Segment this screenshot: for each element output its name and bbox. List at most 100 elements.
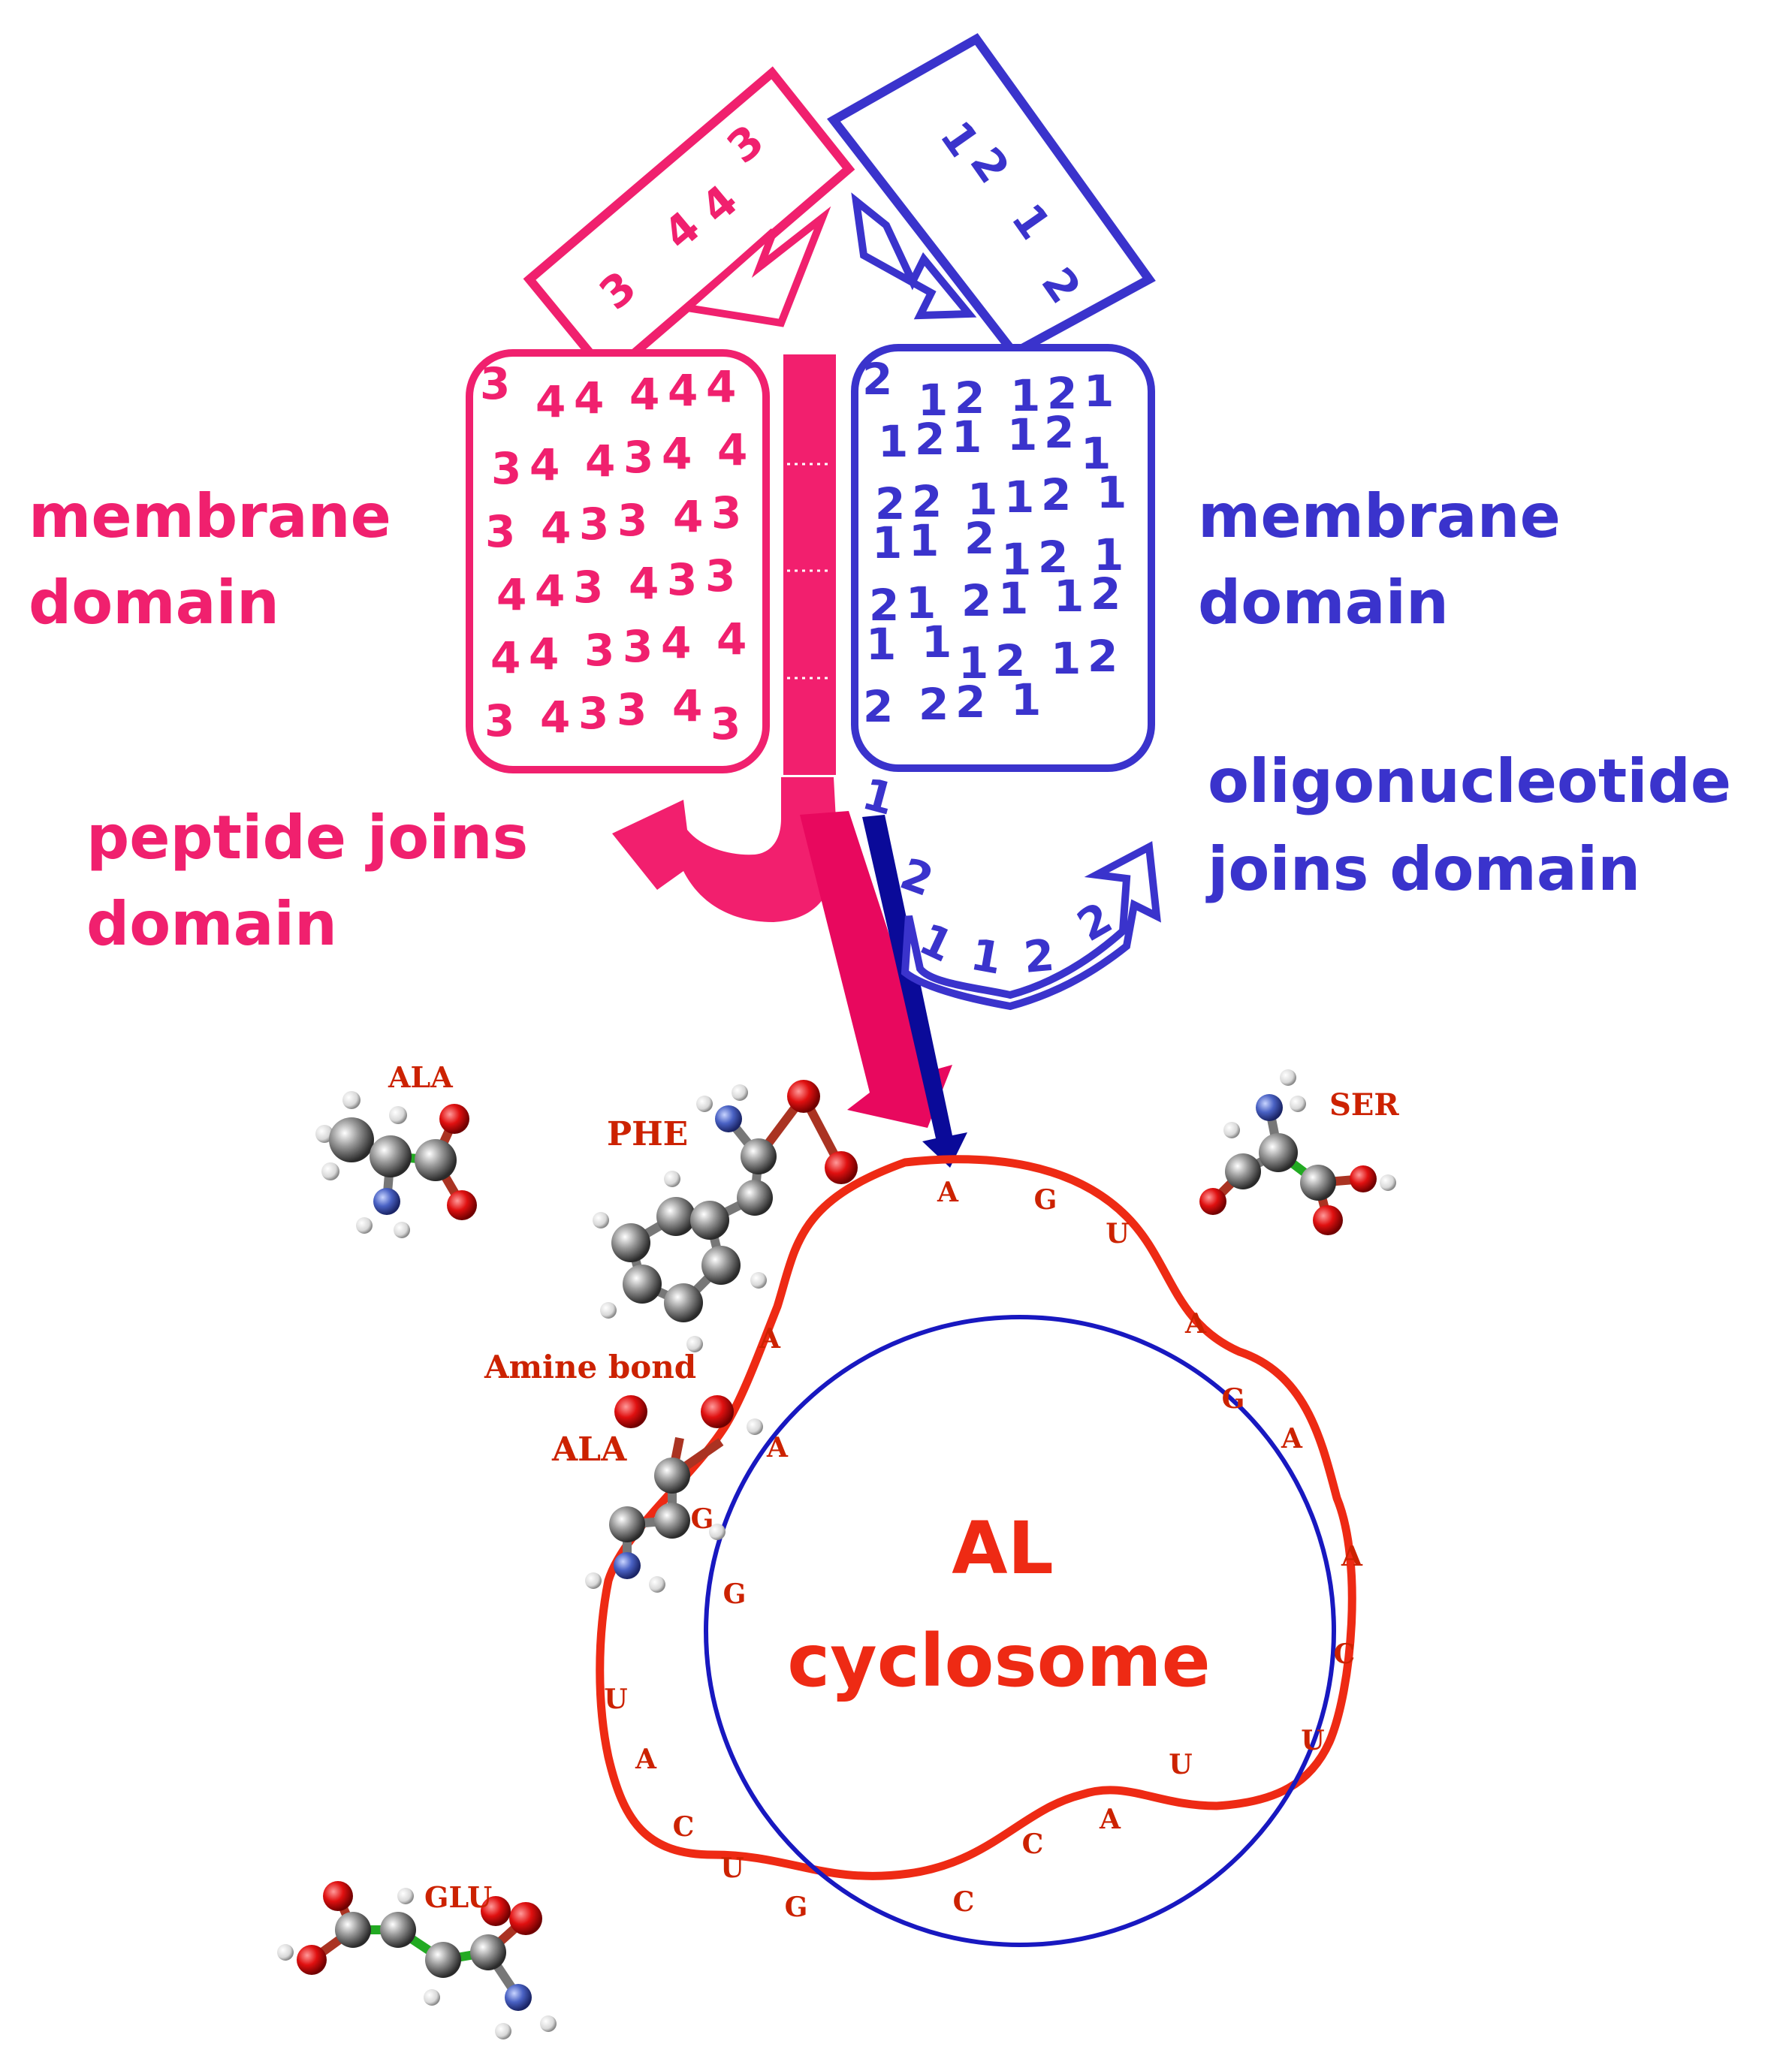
blue-membrane-digit: 1 [1004,472,1034,523]
left-membrane-label-line1: membrane [29,481,391,551]
blue-membrane-digit: 2 [863,681,893,732]
blue-membrane-digit: 1 [1011,674,1041,725]
pink-membrane-digit: 4 [540,692,570,743]
amine-bond-label: Amine bond [484,1349,696,1385]
blue-membrane-digit: 1 [958,638,988,689]
pink-membrane-digit: 3 [711,487,741,538]
ser-molecule [1199,1069,1396,1235]
strand-digit: 1 [967,929,1006,984]
cyclosome-title-line1: AL [952,1506,1053,1590]
pink-tile-arrow [678,206,831,327]
blue-membrane-digit: 1 [872,517,902,568]
pink-tile: 3 4 4 3 [523,66,855,382]
peptide-label-line1: peptide joins [86,803,528,873]
blue-membrane-digit: 1 [1007,409,1037,460]
blue-membrane-digit: 2 [961,575,991,626]
pink-membrane-digit: 3 [623,432,653,483]
pink-membrane-digit: 4 [629,558,659,609]
blue-membrane-digit: 2 [869,580,899,631]
pink-membrane-digit: 4 [535,376,566,427]
blue-membrane-digit: 2 [1047,368,1077,419]
blue-membrane-digit: 1 [878,416,908,467]
blue-membrane-digit: 2 [1088,631,1118,682]
blue-membrane-digit: 2 [915,414,945,465]
ring-base: U [1301,1725,1324,1756]
blue-tile-arrow [851,192,977,320]
blue-membrane-digit: 2 [862,354,892,405]
oligonucleotide-label-line1: oligonucleotide [1208,746,1731,816]
pink-membrane-digit: 4 [661,617,691,668]
blue-membrane-digit: 1 [1010,370,1040,421]
pink-membrane-digit: 3 [579,499,609,550]
blue-membrane-digit: 1 [1051,633,1081,684]
peptide-label-line2: domain [86,889,337,959]
ring-base: C [953,1886,975,1918]
pink-membrane-digit: 3 [710,698,741,749]
blue-membrane-digit: 2 [955,372,985,424]
peptide-curved-arrow [612,777,837,922]
ring-base: A [1099,1804,1121,1835]
ring-base: C [1334,1638,1356,1670]
ring-base: A [937,1177,959,1208]
cyclosome-title-line2: cyclosome [787,1619,1210,1703]
pink-membrane-digit: 4 [541,502,571,553]
pink-membrane-digit: 3 [485,506,515,557]
ala-mid-label: ALA [551,1430,627,1469]
ring-base: G [723,1578,747,1610]
blue-membrane-digit: 1 [967,474,997,525]
pink-membrane-digit: 3 [480,358,510,409]
blue-membrane-digit: 1 [1001,534,1031,585]
pink-membrane-digit: 4 [496,569,526,620]
blue-tile: 1 2 1 2 [827,33,1156,359]
blue-membrane-digit: 1 [906,577,936,629]
ring-base: G [1034,1184,1057,1216]
peptide-down-arrow [800,811,952,1128]
pink-membrane-digit: 4 [662,428,692,479]
blue-membrane-digit: 1 [1054,571,1084,622]
pink-membrane-digit: 4 [574,372,604,424]
pink-membrane-digit: 4 [673,491,703,542]
pink-membrane-digit: 4 [529,439,560,490]
blue-membrane-digit: 2 [1038,532,1068,583]
blue-membrane-digit: 2 [1091,568,1121,620]
cyclosome-blue-ring [704,1315,1336,1947]
pink-membrane-digit: 4 [535,565,565,616]
pink-membrane-digit: 3 [617,495,647,546]
ring-base: G [1222,1383,1245,1415]
left-membrane-label-line2: domain [29,568,279,638]
pink-membrane-digit: 4 [529,629,559,680]
pink-membrane-digit: 3 [578,688,608,739]
pink-membrane-digit: 4 [629,369,659,420]
pink-membrane-digit: 3 [623,621,653,672]
oligonucleotide-down-arrow [862,815,967,1168]
blue-membrane-digit: 1 [922,616,952,668]
ring-base: A [1281,1423,1303,1455]
phe-label: PHE [607,1115,688,1153]
pink-membrane-digit: 3 [573,562,603,613]
ala-top-molecule [315,1091,477,1238]
blue-membrane-digit: 1 [866,619,896,670]
ala-mid-molecule [585,1395,763,1593]
blue-membrane-digit: 1 [1081,428,1111,479]
pink-membrane-digit: 3 [617,684,647,735]
ring-base: U [604,1684,627,1715]
blue-membrane-digit: 2 [919,679,949,730]
blue-membrane-box [851,344,1155,772]
ala-top-label: ALA [388,1060,453,1094]
ring-base: C [673,1811,695,1843]
ser-label: SER [1329,1087,1399,1123]
blue-membrane-digit: 2 [1041,469,1071,520]
blue-membrane-digit: 1 [952,411,982,463]
ring-base: A [759,1323,781,1355]
ring-base: A [635,1744,657,1775]
blue-membrane-digit: 2 [995,635,1025,686]
blue-membrane-digit: 2 [875,478,905,529]
blue-membrane-digit: 1 [918,375,948,426]
ring-base: U [720,1852,744,1884]
blue-membrane-digit: 1 [1097,467,1127,518]
blue-membrane-digit: 2 [955,677,985,728]
pink-membrane-digit: 3 [491,443,521,494]
